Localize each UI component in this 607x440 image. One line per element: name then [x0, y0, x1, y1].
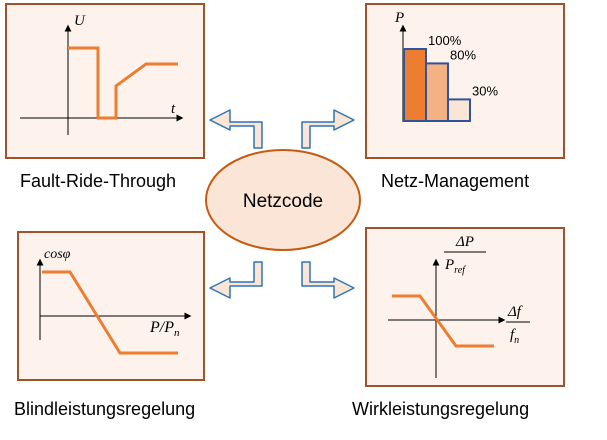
x-numerator: Δf: [507, 304, 523, 320]
voltage-curve: [68, 46, 178, 120]
panel-frame: [365, 3, 565, 159]
y-axis-label: P: [394, 10, 404, 26]
bar-group: 100%80% 30%: [403, 33, 498, 123]
arrow-to-netz-management: [301, 109, 355, 149]
panel-fault-ride-through: U t: [5, 3, 205, 159]
cosphi-curve: [42, 270, 178, 355]
x-denominator: fn: [510, 327, 519, 346]
y-axis-fraction: ΔP Pref: [444, 234, 486, 276]
panel-blindleistungsregelung: cosφ P/Pn: [17, 231, 205, 381]
center-ellipse: [205, 149, 361, 251]
caption-blindleistungsregelung: Blindleistungsregelung: [14, 399, 196, 419]
bar-label-1: 100%: [428, 33, 462, 48]
arrow-to-wirkleistungsregelung: [301, 261, 355, 299]
panel-netz-management: 100%80% 30% P: [365, 3, 565, 159]
arrow-to-blindleistungsregelung: [209, 261, 263, 299]
arrow-to-fault-ride-through: [209, 109, 263, 149]
y-denominator: Pref: [444, 257, 466, 276]
caption-fault-ride-through: Fault-Ride-Through: [20, 171, 177, 191]
x-axis-fraction: Δf fn: [506, 304, 530, 346]
panel-frame: [365, 227, 565, 387]
center-label: Netzcode: [243, 191, 323, 212]
y-numerator: ΔP: [455, 234, 474, 250]
center-node: Netzcode: [205, 149, 361, 251]
x-axis-label: P/Pn: [149, 319, 180, 339]
y-axis-label: U: [74, 13, 86, 29]
panel-frame: [17, 231, 205, 381]
caption-netz-management: Netz-Management: [381, 171, 530, 191]
bar-2: [425, 62, 449, 122]
power-frequency-curve: [392, 294, 494, 348]
bar-3: [447, 98, 471, 123]
panel-frame: [5, 3, 205, 159]
bar-1: [403, 48, 427, 122]
bar-label-3: 30%: [472, 83, 498, 98]
caption-wirkleistungsregelung: Wirkleistungsregelung: [352, 399, 530, 419]
y-axis-label: cosφ: [44, 247, 71, 262]
panel-wirkleistungsregelung: ΔP Pref Δf fn: [365, 227, 565, 387]
bar-label-2: 80%: [450, 47, 476, 62]
x-axis-label: t: [171, 101, 176, 117]
